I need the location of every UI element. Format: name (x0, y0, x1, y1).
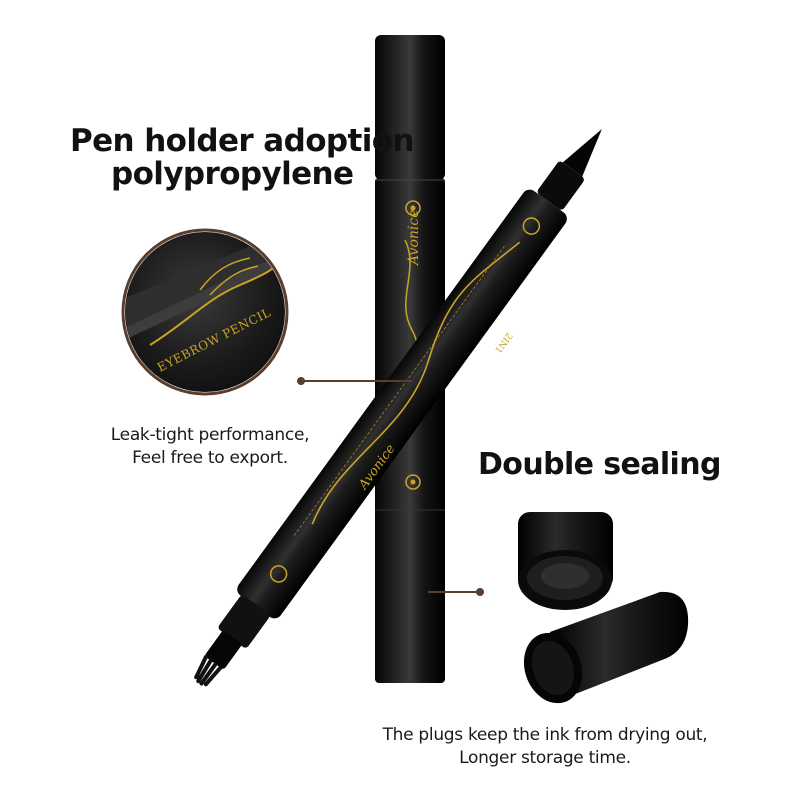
callout-pointer-1 (297, 377, 412, 385)
callout-pointer-2 (428, 588, 484, 596)
pen-caps (518, 512, 689, 704)
lying-cap (523, 591, 689, 704)
plugs-caption-line-2: Longer storage time. (459, 748, 631, 768)
material-heading: Pen holder adoption polypropylene (70, 123, 415, 192)
material-heading-line-2: polypropylene (111, 156, 354, 192)
sealing-heading: Double sealing (478, 447, 721, 482)
plugs-caption-line-1: The plugs keep the ink from drying out, (382, 725, 708, 745)
diagonal-pen (194, 128, 602, 687)
zoom-detail-circle (121, 228, 289, 396)
leak-caption-line-2: Feel free to export. (132, 448, 288, 468)
leak-caption: Leak-tight performance, Feel free to exp… (70, 424, 350, 470)
leak-caption-line-1: Leak-tight performance, (110, 425, 310, 445)
upright-cap (518, 512, 613, 610)
plugs-caption: The plugs keep the ink from drying out, … (345, 724, 745, 770)
material-heading-line-1: Pen holder adoption (70, 123, 415, 159)
